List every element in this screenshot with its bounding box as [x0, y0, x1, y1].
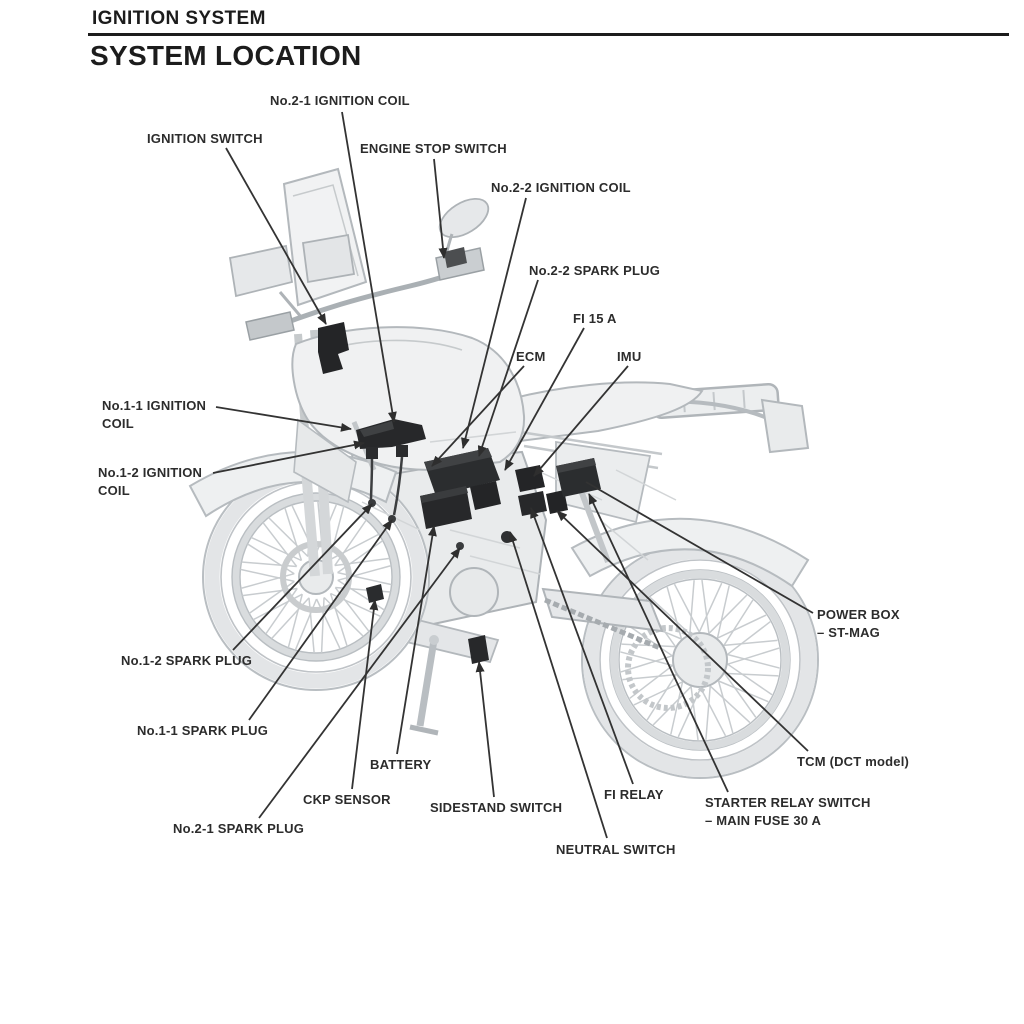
rear-fender — [570, 517, 810, 588]
swingarm — [541, 587, 664, 633]
leader-battery — [396, 525, 437, 755]
fuse-box-component — [470, 481, 501, 510]
sidestand-switch-component — [468, 635, 489, 664]
leader-engine-stop-switch — [433, 158, 448, 259]
drive-chain — [544, 597, 661, 651]
header-rule — [88, 33, 1009, 36]
plug-wires — [369, 456, 404, 516]
left-mirror-stalk — [278, 291, 304, 319]
fi-relay-component — [518, 491, 547, 516]
sidestand — [409, 635, 439, 736]
leader-ignition-switch — [225, 147, 327, 325]
leader-no-1-1-spark-plug — [248, 519, 393, 721]
ignition-switch-component — [318, 322, 349, 374]
leader-fi-relay — [530, 507, 634, 785]
leader-no-1-2-spark-plug — [232, 503, 373, 651]
clutch-cover — [449, 567, 499, 617]
leader-no-2-2-spark-plug — [477, 279, 539, 457]
tail-piece — [760, 398, 810, 454]
page-title: SYSTEM LOCATION — [90, 40, 362, 71]
leader-no-1-2-ignition-coil — [212, 440, 365, 474]
left-grip — [245, 311, 295, 341]
leader-neutral-switch — [508, 531, 608, 839]
engine-stop-switch-component — [444, 247, 467, 268]
leader-no-2-1-ignition-coil — [341, 111, 397, 423]
leader-sidestand-switch — [475, 661, 495, 798]
left-mirror — [228, 244, 294, 298]
leader-ecm — [431, 365, 525, 467]
leader-power-box-st-mag — [585, 481, 814, 614]
section-title: IGNITION SYSTEM — [92, 8, 266, 29]
leader-starter-relay-switch-main-fuse — [588, 493, 729, 793]
leader-ckp-sensor — [351, 599, 379, 790]
leader-no-2-2-ignition-coil — [461, 197, 527, 449]
instrument-panel — [301, 233, 356, 284]
ignition-components — [318, 322, 601, 664]
tcm-component — [546, 490, 568, 514]
rear-sprocket — [625, 625, 711, 711]
ckp-sensor-component — [366, 584, 384, 603]
leader-tcm-dct-model — [556, 510, 809, 752]
leader-no-1-1-ignition-coil — [215, 406, 352, 432]
leader-fi-15-a — [504, 327, 585, 471]
leader-imu — [533, 365, 629, 477]
leader-no-2-1-spark-plug — [258, 547, 461, 819]
